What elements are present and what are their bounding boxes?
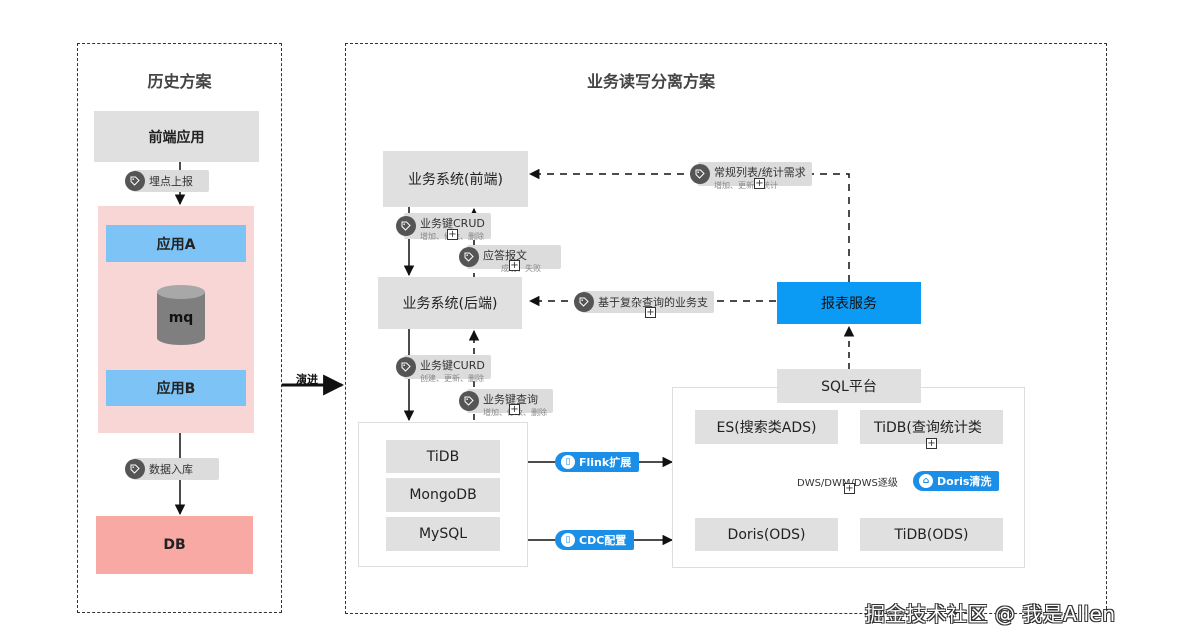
- tag-resp-sub: 成功、失败: [501, 264, 541, 273]
- history-panel: [77, 43, 282, 613]
- tag-icon: [574, 292, 594, 312]
- sql-platform-box: SQL平台: [777, 369, 921, 403]
- doris-ods-box: Doris(ODS): [695, 518, 838, 551]
- mq-label: mq: [168, 310, 194, 326]
- flink-label: Flink扩展: [579, 456, 632, 469]
- mongodb-box: MongoDB: [386, 478, 500, 512]
- tag-list-label: 常规列表/统计需求: [714, 166, 806, 179]
- plus-icon[interactable]: +: [754, 177, 765, 189]
- tag-icon: [125, 459, 145, 479]
- plus-icon[interactable]: +: [645, 306, 656, 318]
- tag-complex: 基于复杂查询的业务支: [574, 291, 714, 313]
- plus-icon[interactable]: +: [926, 437, 937, 449]
- tag-icon: [690, 164, 710, 184]
- history-title: 历史方案: [147, 72, 212, 91]
- doris-clean-pill: ⌂ Doris清洗: [913, 471, 1000, 491]
- es-ads-box: ES(搜索类ADS): [695, 410, 838, 444]
- tag-curd: 业务键CURD 创建、更新、删除: [396, 355, 491, 383]
- report-service-box: 报表服务: [777, 282, 921, 324]
- biz-backend-box: 业务系统(后端): [378, 277, 522, 329]
- tag-track: 埋点上报: [125, 170, 209, 192]
- rw-split-panel: [345, 43, 1107, 614]
- database-cylinder-icon: [157, 285, 205, 345]
- cdc-icon: ▯: [561, 533, 575, 547]
- frontend-app-box: 前端应用: [94, 111, 259, 162]
- plus-icon[interactable]: +: [509, 403, 520, 415]
- tag-track-label: 埋点上报: [149, 175, 193, 188]
- tag-curd-sub: 创建、更新、删除: [420, 374, 484, 383]
- flink-extension-pill: ▯ Flink扩展: [555, 452, 640, 472]
- tag-store-label: 数据入库: [149, 463, 193, 476]
- appB-box: 应用B: [106, 370, 246, 406]
- tag-icon: [396, 216, 416, 236]
- db-box: DB: [96, 516, 253, 574]
- plus-icon[interactable]: +: [447, 228, 458, 240]
- tag-icon: [459, 391, 479, 411]
- plus-icon[interactable]: +: [844, 482, 855, 494]
- tag-crud-label: 业务键CRUD: [420, 217, 485, 230]
- tag-curd-label: 业务键CURD: [420, 359, 485, 372]
- tag-icon: [459, 247, 479, 267]
- tag-list: 常规列表/统计需求 增加、更新、统计: [690, 162, 812, 190]
- plus-icon[interactable]: +: [509, 259, 520, 271]
- tag-list-sub: 增加、更新、统计: [714, 181, 778, 190]
- tag-complex-label: 基于复杂查询的业务支: [598, 296, 708, 309]
- tag-resp-label: 应答报文: [483, 249, 527, 262]
- tag-query-label: 业务键查询: [483, 393, 538, 406]
- appA-box: 应用A: [106, 225, 246, 262]
- tag-icon: [396, 357, 416, 377]
- arrow-report-to-front: [528, 168, 850, 282]
- tidb-ods-box: TiDB(ODS): [860, 518, 1003, 551]
- doris-clean-label: Doris清洗: [937, 475, 992, 488]
- flink-icon: ▯: [561, 455, 575, 469]
- tag-store: 数据入库: [125, 458, 219, 480]
- tag-icon: [125, 171, 145, 191]
- biz-frontend-box: 业务系统(前端): [383, 151, 528, 207]
- cdc-config-pill: ▯ CDC配置: [555, 530, 635, 550]
- tidb-box: TiDB: [386, 440, 500, 473]
- mysql-box: MySQL: [386, 517, 500, 551]
- evolve-label: 演进: [296, 373, 318, 386]
- doris-icon: ⌂: [919, 474, 933, 488]
- watermark: 掘金技术社区 @ 我是Allen: [865, 602, 1116, 626]
- cdc-label: CDC配置: [579, 534, 627, 547]
- rw-split-title: 业务读写分离方案: [586, 72, 715, 91]
